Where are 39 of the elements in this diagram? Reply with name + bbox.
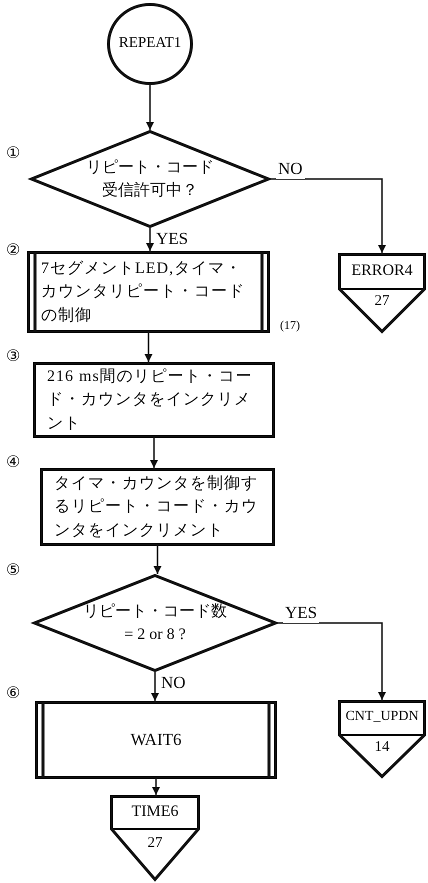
node-label: 216 ms間のリピート・コード・カウンタをインクリメント <box>47 367 254 434</box>
node-label: リピート・コード数 = 2 or 8 ? <box>83 602 227 645</box>
node-label: 7セグメントLED,タイマ・カウンタリピート・コードの制御 <box>41 259 246 326</box>
step-number: ③ <box>6 347 20 366</box>
decision-diamond <box>33 574 277 672</box>
offpage-connector <box>338 700 426 778</box>
offpage-connector <box>338 253 426 333</box>
page-number: 27 <box>148 834 162 854</box>
start-circle <box>107 3 193 85</box>
node-label: ERROR4 <box>351 261 413 282</box>
arrow <box>277 622 386 700</box>
arrow <box>152 779 160 795</box>
step-number: ⑥ <box>6 684 20 703</box>
process-box <box>33 362 275 438</box>
step-number: ⑤ <box>6 561 20 580</box>
page-number: 27 <box>374 292 390 312</box>
node-label: REPEAT1 <box>118 34 182 54</box>
arrow <box>154 546 162 574</box>
node-label: TIME6 <box>131 802 179 822</box>
node-label: WAIT6 <box>130 728 182 751</box>
page-number: 14 <box>374 738 390 757</box>
subroutine-box <box>35 701 277 779</box>
step-number: ④ <box>6 453 20 472</box>
arrow <box>146 85 154 130</box>
arrow <box>146 228 154 251</box>
node-label: タイマ・カウンタを制御するリピート・コード・カウンタをインクリメント <box>54 474 259 541</box>
node-label: CNT_UPDN <box>345 708 419 726</box>
process-box <box>40 468 275 546</box>
reference-number: (17) <box>280 318 300 333</box>
decision-diamond <box>30 130 270 228</box>
subroutine-box <box>27 251 270 333</box>
offpage-connector <box>110 795 200 881</box>
node-label: リピート・コード受信許可中？ <box>85 158 215 201</box>
arrow <box>270 178 386 253</box>
step-number: ① <box>6 144 20 163</box>
arrow <box>150 438 158 468</box>
step-number: ② <box>6 241 20 260</box>
arrow <box>144 333 152 362</box>
arrow <box>151 672 159 701</box>
